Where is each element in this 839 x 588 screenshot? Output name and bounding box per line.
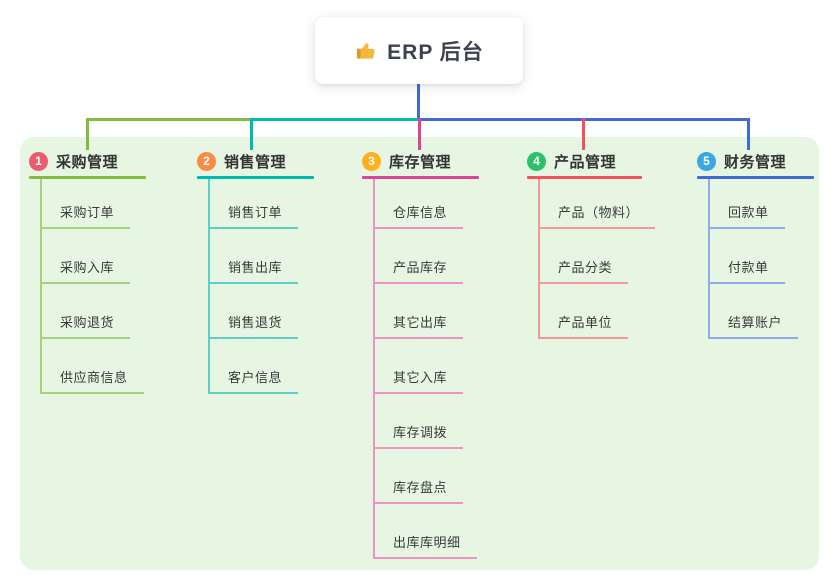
child-node-label: 产品分类 [558, 260, 613, 275]
branch-node[interactable]: 1 采购管理 采购订单 采购入库 采购退货 供应商信息 [29, 148, 146, 394]
child-node[interactable]: 产品库存 [375, 229, 464, 284]
branch-label: 销售管理 [224, 153, 287, 171]
child-node[interactable]: 采购入库 [42, 229, 131, 284]
child-node-label: 仓库信息 [393, 205, 448, 220]
child-node[interactable]: 采购退货 [42, 284, 131, 339]
branch-number-badge: 2 [197, 151, 216, 171]
child-node-label: 客户信息 [228, 370, 283, 385]
child-node-label: 供应商信息 [60, 370, 128, 385]
root-node-label: ERP 后台 [387, 40, 484, 64]
child-node[interactable]: 出库库明细 [375, 504, 477, 559]
child-node-label: 产品（物料） [558, 205, 640, 220]
branch-label: 库存管理 [389, 153, 452, 171]
branch-header[interactable]: 1 采购管理 [29, 148, 146, 174]
branch-node[interactable]: 3 库存管理 仓库信息 产品库存 其它出库 其它入库 库存调拨 库存盘点 出库库… [362, 148, 479, 559]
child-node[interactable]: 采购订单 [42, 179, 131, 229]
child-node-label: 其它出库 [393, 315, 448, 330]
branch-underline [697, 176, 814, 179]
branch-number-badge: 4 [527, 151, 546, 171]
branch-number-badge: 5 [697, 151, 716, 171]
child-node-label: 采购退货 [60, 315, 115, 330]
branch-underline [362, 176, 479, 179]
child-node[interactable]: 供应商信息 [42, 339, 144, 394]
mindmap-panel [20, 137, 819, 570]
trunk-branch-line [250, 118, 421, 121]
child-node[interactable]: 客户信息 [210, 339, 299, 394]
child-node[interactable]: 产品单位 [540, 284, 629, 339]
child-node-label: 出库库明细 [393, 535, 461, 550]
child-node-label: 产品库存 [393, 260, 448, 275]
branch-children: 销售订单 销售出库 销售退货 客户信息 [208, 179, 314, 394]
child-node[interactable]: 销售订单 [210, 179, 299, 229]
child-node[interactable]: 仓库信息 [375, 179, 464, 229]
branch-label: 采购管理 [56, 153, 119, 171]
child-node-label: 库存盘点 [393, 480, 448, 495]
trunk-branch-line [418, 118, 750, 121]
child-node[interactable]: 产品（物料） [540, 179, 656, 229]
child-node-label: 销售出库 [228, 260, 283, 275]
child-node-label: 结算账户 [728, 315, 783, 330]
thumbs-up-icon [354, 39, 377, 62]
child-node-label: 付款单 [728, 260, 769, 275]
branch-children: 仓库信息 产品库存 其它出库 其它入库 库存调拨 库存盘点 出库库明细 [373, 179, 479, 559]
branch-header[interactable]: 5 财务管理 [697, 148, 814, 174]
child-node[interactable]: 其它出库 [375, 284, 464, 339]
child-node-label: 采购入库 [60, 260, 115, 275]
child-node-label: 产品单位 [558, 315, 613, 330]
child-node-label: 库存调拨 [393, 425, 448, 440]
child-node[interactable]: 库存调拨 [375, 394, 464, 449]
branch-header[interactable]: 3 库存管理 [362, 148, 479, 174]
branch-header[interactable]: 2 销售管理 [197, 148, 314, 174]
branch-underline [29, 176, 146, 179]
child-node[interactable]: 回款单 [710, 179, 785, 229]
child-node[interactable]: 销售出库 [210, 229, 299, 284]
child-node[interactable]: 产品分类 [540, 229, 629, 284]
branch-node[interactable]: 5 财务管理 回款单 付款单 结算账户 [697, 148, 814, 339]
branch-underline [527, 176, 642, 179]
branch-node[interactable]: 4 产品管理 产品（物料） 产品分类 产品单位 [527, 148, 656, 339]
child-node[interactable]: 结算账户 [710, 284, 799, 339]
child-node-label: 销售订单 [228, 205, 283, 220]
branch-header[interactable]: 4 产品管理 [527, 148, 655, 174]
child-node-label: 采购订单 [60, 205, 115, 220]
branch-node[interactable]: 2 销售管理 销售订单 销售出库 销售退货 客户信息 [197, 148, 314, 394]
branch-number-badge: 1 [29, 151, 48, 171]
root-node-erp[interactable]: ERP 后台 [315, 17, 523, 84]
branch-children: 回款单 付款单 结算账户 [708, 179, 814, 339]
child-node[interactable]: 其它入库 [375, 339, 464, 394]
child-node[interactable]: 付款单 [710, 229, 785, 284]
branch-label: 财务管理 [724, 153, 787, 171]
child-node-label: 其它入库 [393, 370, 448, 385]
branch-underline [197, 176, 314, 179]
trunk-branch-line [86, 118, 253, 121]
branch-number-badge: 3 [362, 151, 381, 171]
child-node[interactable]: 销售退货 [210, 284, 299, 339]
child-node[interactable]: 库存盘点 [375, 449, 464, 504]
child-node-label: 销售退货 [228, 315, 283, 330]
branch-children: 产品（物料） 产品分类 产品单位 [538, 179, 656, 339]
child-node-label: 回款单 [728, 205, 769, 220]
trunk-line [417, 84, 420, 121]
branch-label: 产品管理 [554, 153, 617, 171]
branch-children: 采购订单 采购入库 采购退货 供应商信息 [40, 179, 146, 394]
